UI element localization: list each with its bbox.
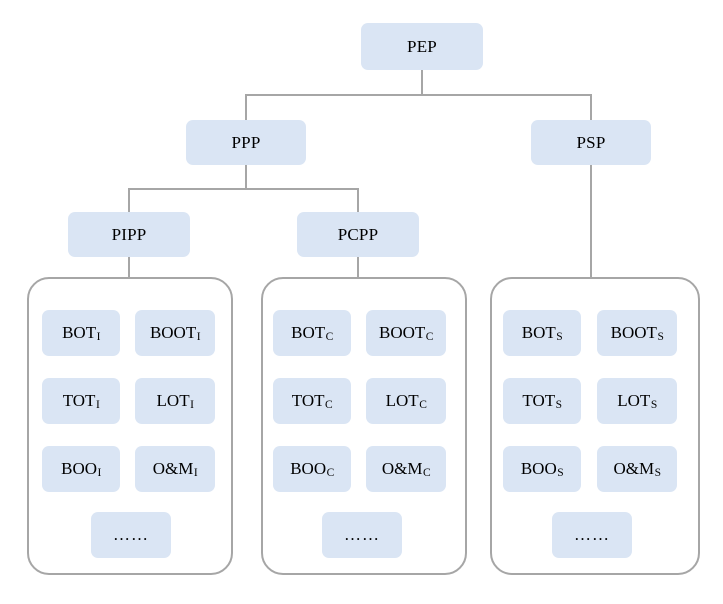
connector-pipp-drop	[128, 188, 130, 212]
leaf-label: TOT	[522, 391, 556, 410]
leaf-label: BOO	[520, 459, 557, 478]
leaf-subscript: C	[422, 466, 431, 479]
connector-ppp-drop	[245, 94, 247, 120]
leaf-label: BOT	[521, 323, 556, 342]
leaf-label: LOT	[156, 391, 190, 410]
connector-psp-to-group	[590, 165, 592, 278]
leaf-subscript: C	[325, 330, 334, 343]
node-pep-label: PEP	[407, 37, 437, 56]
connector-psp-drop	[590, 94, 592, 120]
leaf-subscript: C	[325, 398, 333, 411]
leaf-label: BOOT	[379, 323, 426, 342]
leaf-label: BOO	[61, 459, 98, 478]
leaf-label: BOO	[290, 459, 327, 478]
leaf-subscript: S	[555, 398, 563, 411]
leaf-subscript: S	[557, 466, 564, 479]
leaf-subscript: I	[95, 398, 100, 411]
node-pipp[interactable]: PIPP	[68, 212, 190, 257]
node-pcpp[interactable]: PCPP	[297, 212, 419, 257]
leaf-ellipsis-s[interactable]: ……	[552, 512, 632, 558]
leaf-label: O&M	[381, 459, 423, 478]
leaf-label: BOOT	[610, 323, 657, 342]
leaf-subscript: I	[190, 398, 194, 411]
connector-pep-stem	[421, 70, 423, 94]
leaf-subscript: C	[425, 330, 434, 343]
ellipsis-label: ……	[344, 525, 380, 544]
leaf-label: BOOT	[149, 323, 197, 342]
leaf-subscript: I	[97, 466, 102, 479]
leaf-subscript: I	[96, 330, 101, 343]
leaf-label: LOT	[617, 391, 651, 410]
node-psp[interactable]: PSP	[531, 120, 651, 165]
node-ppp[interactable]: PPP	[186, 120, 306, 165]
connector-ppp-bar	[129, 188, 359, 190]
leaf-subscript: C	[419, 398, 427, 411]
node-psp-label: PSP	[576, 133, 606, 152]
node-pcpp-label: PCPP	[337, 225, 379, 244]
leaf-subscript: S	[556, 330, 563, 343]
connector-pcpp-to-group	[357, 257, 359, 278]
leaf-label: TOT	[291, 391, 325, 410]
leaf-subscript: I	[193, 466, 198, 479]
ellipsis-label: ……	[574, 525, 610, 544]
leaf-subscript: I	[196, 330, 201, 343]
leaf-label: O&M	[613, 459, 655, 478]
leaf-subscript: C	[326, 466, 335, 479]
leaf-subscript: S	[654, 466, 662, 479]
connector-pipp-to-group	[128, 257, 130, 278]
connector-pep-bar	[246, 94, 592, 96]
leaf-subscript: S	[650, 398, 658, 411]
leaf-ellipsis-i[interactable]: ……	[91, 512, 171, 558]
node-pep[interactable]: PEP	[361, 23, 483, 70]
leaf-label: O&M	[152, 459, 194, 478]
leaf-label: LOT	[385, 391, 419, 410]
leaf-label: BOT	[291, 323, 326, 342]
leaf-label: TOT	[62, 391, 96, 410]
connector-pcpp-drop	[357, 188, 359, 212]
leaf-subscript: S	[657, 330, 664, 343]
node-ppp-label: PPP	[231, 133, 261, 152]
leaf-label: BOT	[62, 323, 97, 342]
ellipsis-label: ……	[113, 525, 149, 544]
connector-ppp-stem	[245, 165, 247, 188]
node-pipp-label: PIPP	[111, 225, 147, 244]
leaf-ellipsis-c[interactable]: ……	[322, 512, 402, 558]
